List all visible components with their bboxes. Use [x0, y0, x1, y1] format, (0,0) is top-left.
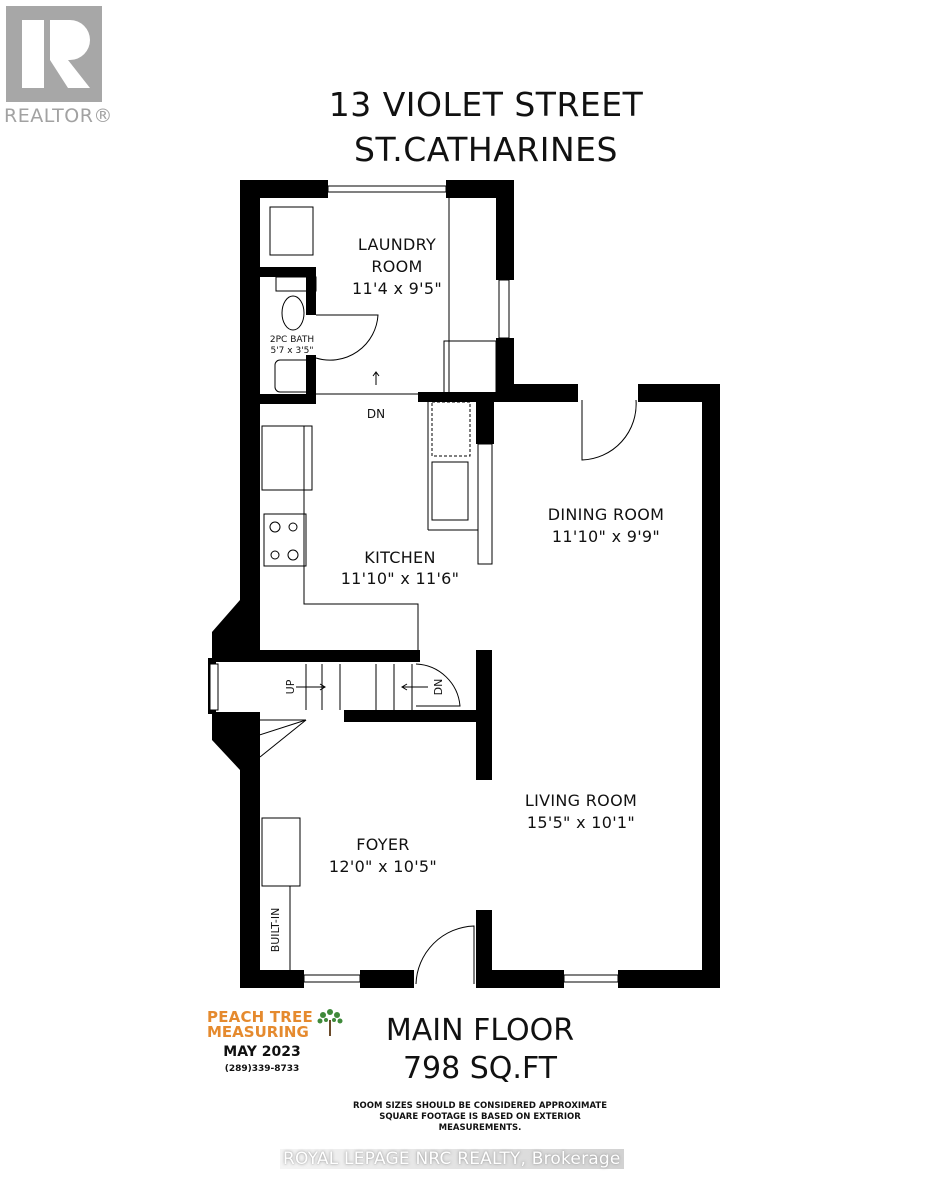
- fridge-icon: [261, 425, 305, 491]
- floor-name: MAIN FLOOR: [385, 1013, 575, 1048]
- built-in-label: BUILT-IN: [269, 908, 282, 953]
- measurer-name-1: PEACH TREE: [207, 1008, 313, 1026]
- bath-dims: 5'7 x 3'5": [270, 346, 313, 356]
- floor-summary: MAIN FLOOR 798 SQ.FT: [330, 1012, 630, 1088]
- disclaimer: ROOM SIZES SHOULD BE CONSIDERED APPROXIM…: [330, 1101, 630, 1134]
- kitchen-name: KITCHEN: [364, 548, 435, 567]
- front-door-swing: [415, 925, 475, 985]
- dining-door-swing: [581, 399, 637, 461]
- measurer-logo: PEACH TREE MEASURING MAY 2023 (289)339-8…: [207, 1008, 357, 1074]
- window-bay: [209, 663, 219, 711]
- toilet-tank-icon: [275, 276, 317, 292]
- windows: [209, 185, 619, 983]
- window-foyer: [303, 974, 361, 983]
- foyer-name: FOYER: [356, 835, 409, 854]
- measurer-phone: (289)339-8733: [224, 1064, 300, 1074]
- realtor-r-mark-icon: [6, 6, 102, 102]
- laundry-room-name: LAUNDRY: [358, 235, 436, 254]
- realtor-logo-text: REALTOR®: [4, 105, 113, 127]
- bath-door-swing: [315, 314, 379, 361]
- kitchen-sink-icon: [431, 461, 469, 521]
- stairs-down-basement-label: DN: [432, 679, 445, 696]
- stove-icon: [263, 513, 307, 567]
- tree-icon: [317, 1009, 343, 1036]
- laundry-room-name-2: ROOM: [371, 257, 422, 276]
- stairs-up-label: UP: [284, 679, 297, 694]
- kitchen-dims: 11'10" x 11'6": [341, 569, 460, 588]
- dining-room-name: DINING ROOM: [548, 505, 665, 524]
- disclaimer-line-2: SQUARE FOOTAGE IS BASED ON EXTERIOR: [379, 1112, 581, 1122]
- floor-area: 798 SQ.FT: [402, 1051, 558, 1086]
- dining-room-dims: 11'10" x 9'9": [552, 527, 660, 546]
- basement-door-swing: [415, 663, 461, 707]
- laundry-room-dims: 11'4 x 9'5": [352, 279, 442, 298]
- stairs-down-label: DN: [367, 407, 385, 421]
- address-street: 13 VIOLET STREET: [328, 85, 644, 124]
- realtor-logo: REALTOR®: [4, 4, 112, 128]
- measurer-name-2: MEASURING: [207, 1023, 309, 1041]
- address-city: ST.CATHARINES: [354, 130, 618, 169]
- washer-icon: [269, 206, 314, 256]
- toilet-bowl-icon: [281, 295, 305, 331]
- dryer-icon: [443, 340, 497, 395]
- window-living: [563, 974, 619, 983]
- disclaimer-line-1: ROOM SIZES SHOULD BE CONSIDERED APPROXIM…: [352, 1101, 608, 1111]
- window-laundry-right: [498, 279, 510, 339]
- bath-name: 2PC BATH: [270, 335, 314, 345]
- measure-date: MAY 2023: [223, 1044, 301, 1060]
- window-laundry-top: [327, 185, 447, 193]
- foyer-dims: 12'0" x 10'5": [329, 857, 437, 876]
- bath-sink-icon: [274, 359, 314, 393]
- brokerage-watermark: ROYAL LEPAGE NRC REALTY, Brokerage: [280, 1149, 624, 1169]
- property-address: 13 VIOLET STREET ST.CATHARINES: [0, 82, 928, 172]
- living-room-dims: 15'5" x 10'1": [527, 813, 635, 832]
- disclaimer-line-3: MEASUREMENTS.: [438, 1123, 522, 1133]
- interior-lines: [230, 198, 637, 985]
- living-room-name: LIVING ROOM: [525, 791, 637, 810]
- exterior-walls: [208, 180, 720, 988]
